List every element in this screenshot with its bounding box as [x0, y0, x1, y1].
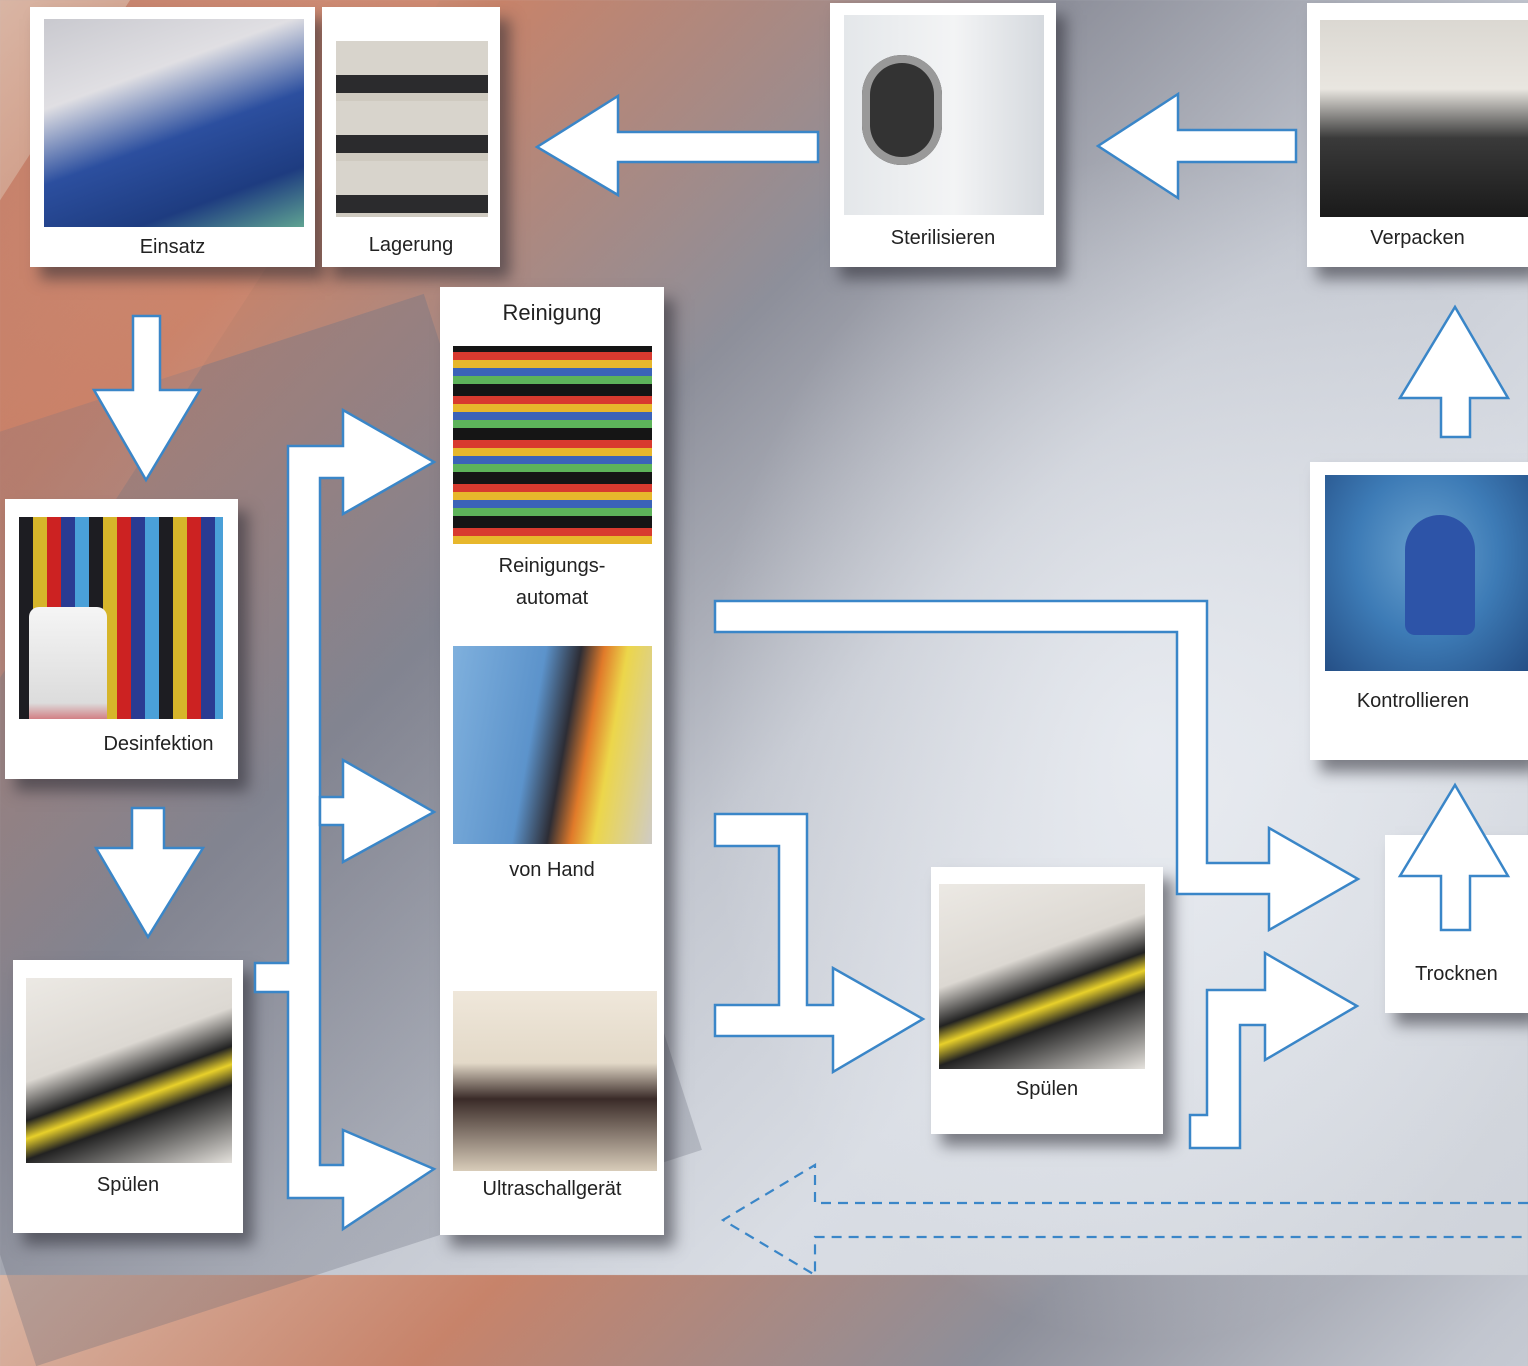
label-verpacken: Verpacken [1370, 227, 1465, 249]
arrow-branch-von-hand [318, 757, 437, 865]
card-sterilisieren: Sterilisieren [830, 3, 1056, 267]
label-von-hand: von Hand [509, 859, 595, 881]
reinigung-title: Reinigung [502, 300, 602, 325]
card-spuelen-left: Spülen [13, 960, 243, 1233]
arrow-down-to-spuelen [93, 806, 206, 940]
photo-lagerung [336, 41, 488, 217]
label-ultraschallgeraet: Ultraschallgerät [482, 1178, 622, 1200]
label-spuelen-left: Spülen [96, 1174, 160, 1196]
label-reinigungsautomat-2: automat [515, 587, 589, 609]
photo-reinigungsautomat [453, 346, 652, 544]
arrow-up-to-verpacken [1397, 304, 1511, 439]
card-kontrollieren: Kontrollieren [1310, 462, 1528, 760]
arrow-dashed-return [720, 1163, 1528, 1275]
card-desinfektion: Desinfektion [5, 499, 238, 779]
label-reinigungsautomat-1: Reinigungs- [498, 555, 606, 577]
photo-sterilisieren [844, 15, 1044, 215]
photo-ultraschallgeraet [453, 991, 657, 1171]
label-lagerung: Lagerung [368, 234, 454, 256]
photo-kontrollieren [1325, 475, 1528, 671]
card-reinigung: Reinigung Reinigungs- automat von Hand U… [440, 287, 664, 1235]
arrow-left-to-lagerung [534, 93, 820, 198]
photo-spuelen-mid [939, 884, 1145, 1069]
label-desinfektion: Desinfektion [103, 733, 214, 755]
flow-arrows [91, 91, 1528, 1275]
photo-einsatz [44, 19, 304, 227]
card-spuelen-mid: Spülen [931, 867, 1163, 1134]
label-einsatz: Einsatz [139, 236, 206, 258]
arrow-left-to-sterilisieren [1095, 91, 1298, 201]
arrow-to-spuelen-mid [713, 812, 926, 1075]
photo-spuelen-left [26, 978, 232, 1163]
label-sterilisieren: Sterilisieren [890, 227, 996, 249]
card-einsatz: Einsatz [30, 7, 315, 267]
photo-verpacken [1320, 20, 1528, 217]
card-verpacken: Verpacken [1307, 3, 1528, 267]
photo-desinfektion [19, 517, 223, 719]
label-kontrollieren: Kontrollieren [1356, 690, 1470, 712]
arrow-automat-to-trocknen [713, 599, 1361, 933]
label-spuelen-mid: Spülen [1015, 1078, 1079, 1100]
arrow-branch-reinigung [253, 407, 437, 1232]
arrow-down-to-desinfektion [91, 314, 203, 483]
photo-von-hand [453, 646, 652, 844]
arrow-up-to-kontrollieren [1397, 782, 1511, 932]
arrow-spuelen-to-trocknen [1188, 950, 1360, 1150]
label-trocknen: Trocknen [1415, 963, 1498, 985]
card-lagerung: Lagerung [322, 7, 500, 267]
